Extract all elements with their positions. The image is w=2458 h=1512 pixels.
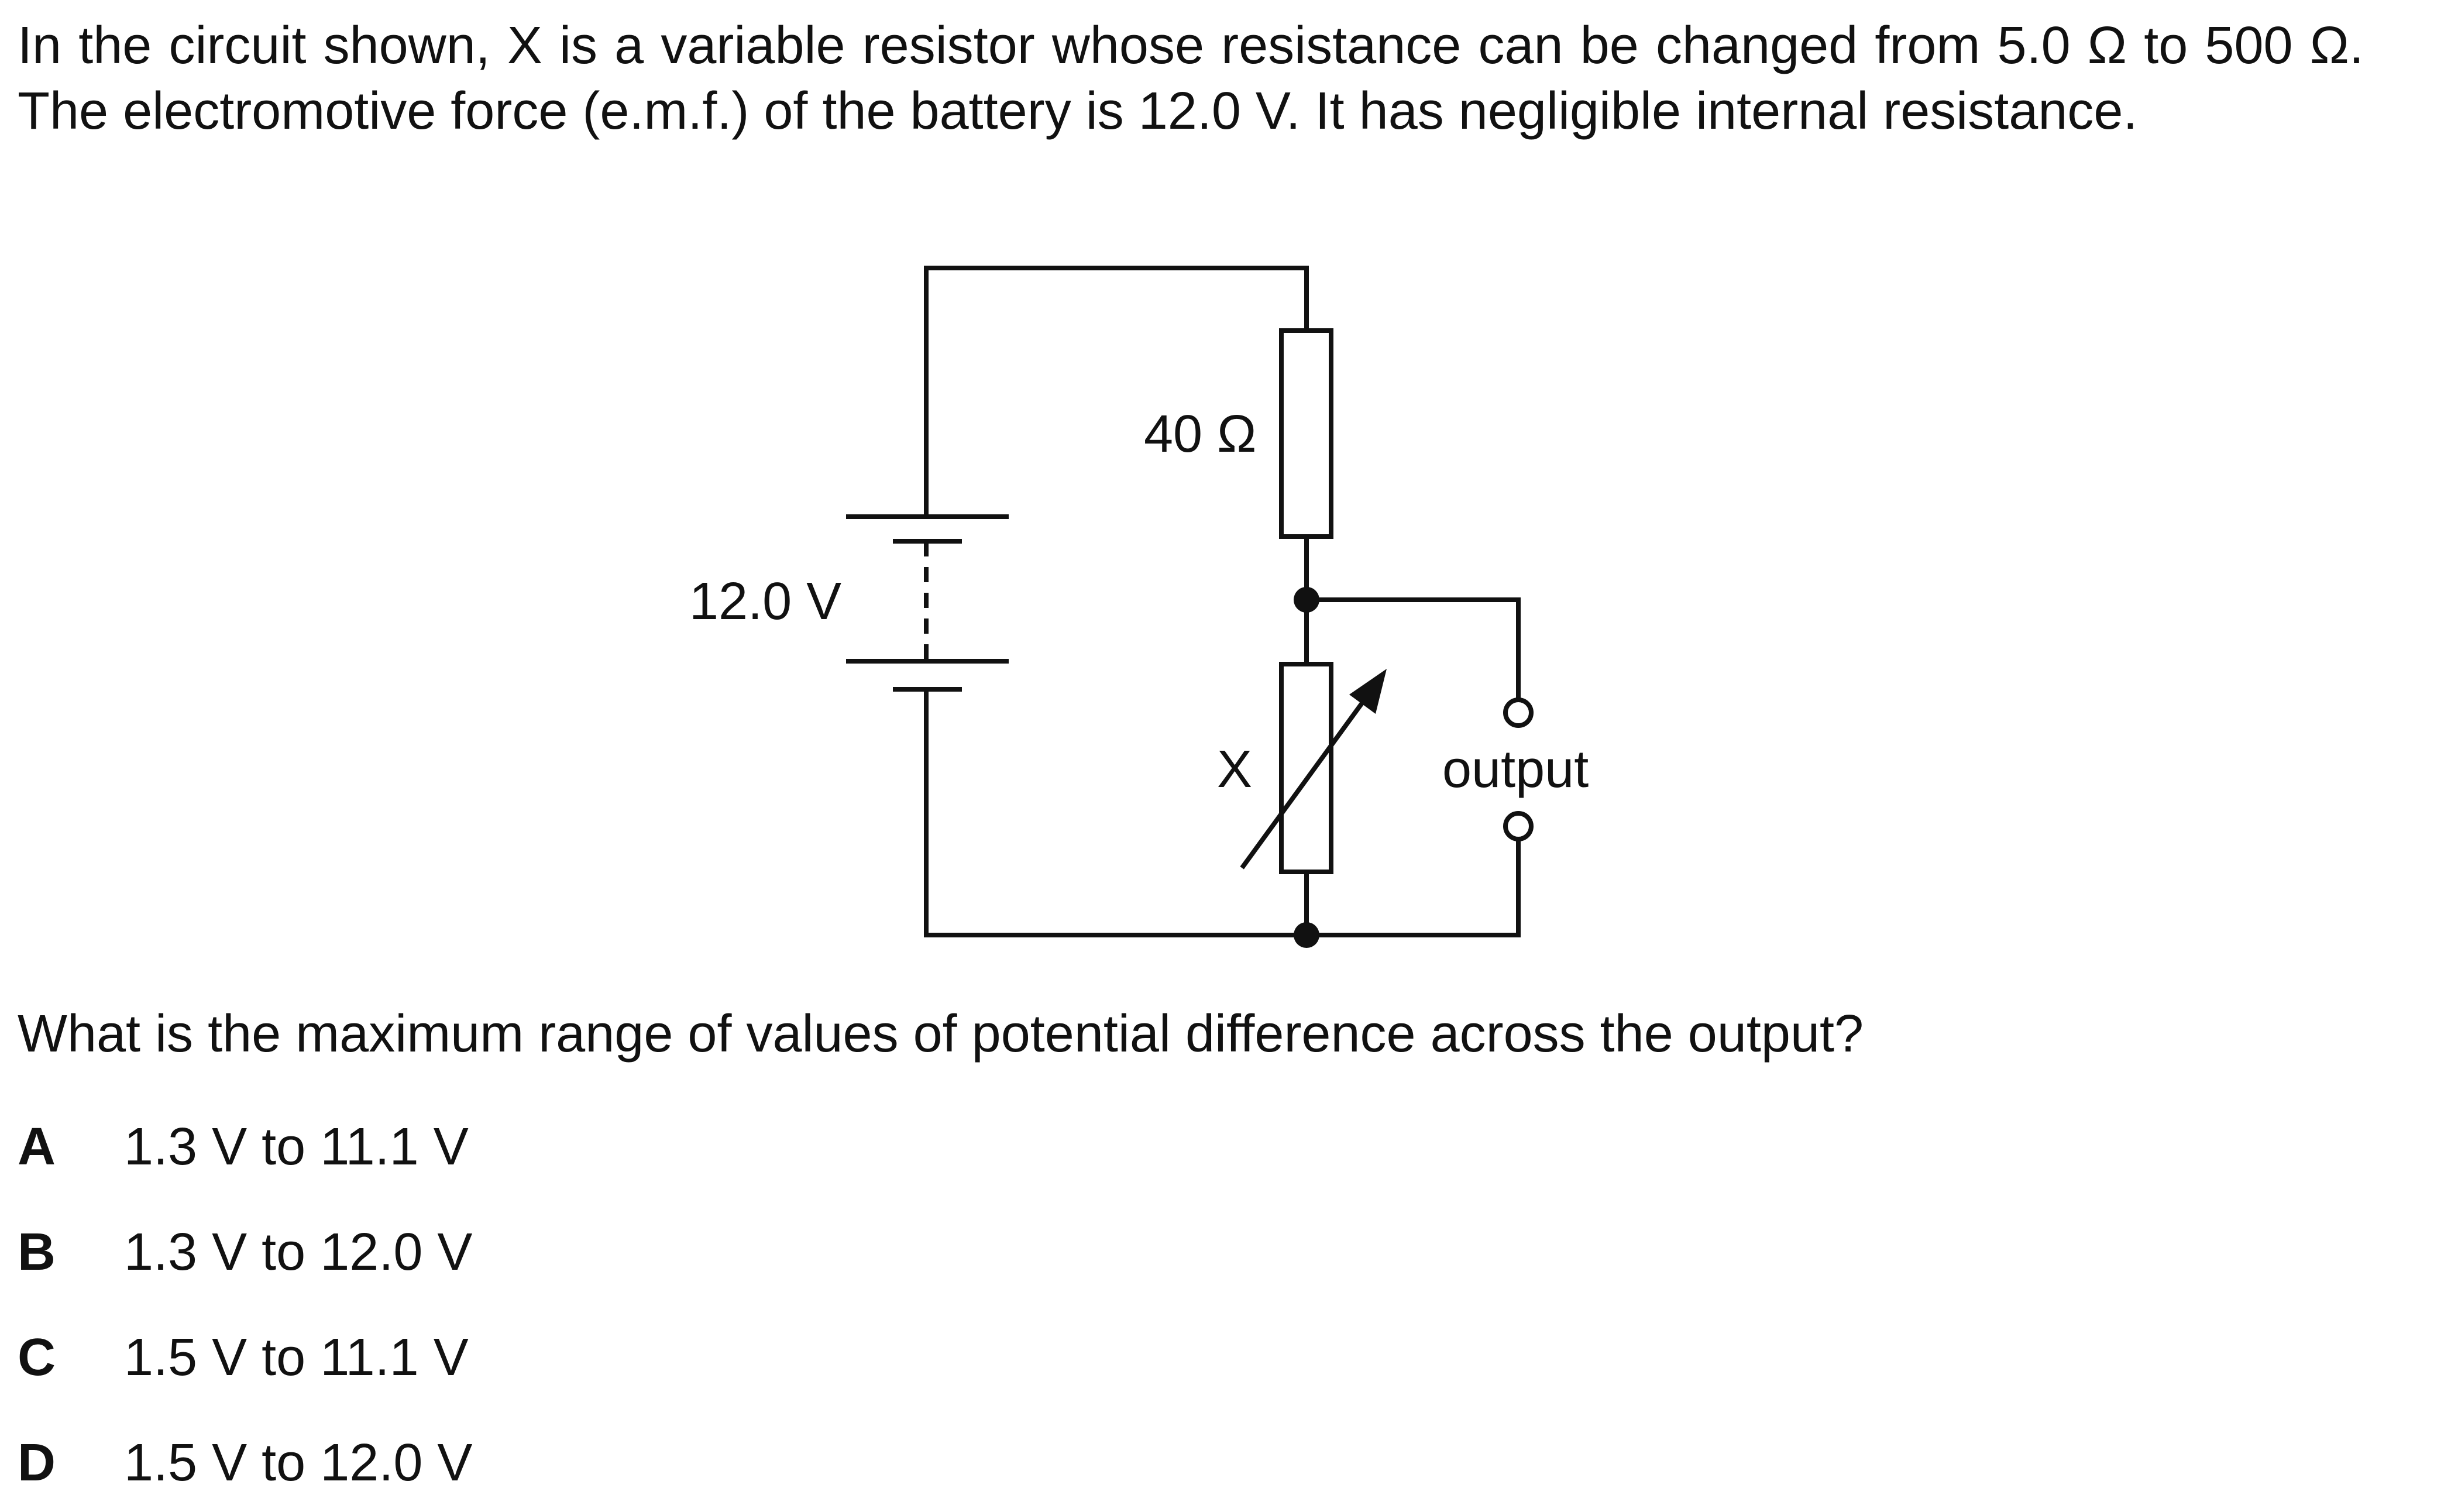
output-terminal-top — [1503, 697, 1534, 728]
wire-bottom — [924, 687, 1521, 937]
fixed-resistor-label: 40 Ω — [1144, 405, 1256, 463]
wire-output-top — [1304, 597, 1521, 702]
junction-dot-top — [1294, 587, 1319, 613]
variable-resistor-label: X — [1217, 740, 1252, 799]
variable-resistor — [1279, 662, 1333, 874]
option-text: 1.5 V to 11.1 V — [124, 1328, 469, 1387]
output-label: output — [1442, 740, 1589, 799]
fixed-resistor — [1279, 328, 1333, 539]
variable-arrow-shaft — [1240, 690, 1373, 870]
option-letter: B — [18, 1223, 56, 1281]
option-letter: A — [18, 1118, 56, 1176]
battery-label: 12.0 V — [689, 572, 841, 631]
output-terminal-bottom — [1503, 811, 1534, 841]
option-text: 1.3 V to 12.0 V — [124, 1223, 473, 1281]
question-intro: In the circuit shown, X is a variable re… — [18, 16, 2364, 140]
option-text: 1.3 V to 11.1 V — [124, 1118, 469, 1176]
question-prompt: What is the maximum range of values of p… — [18, 1005, 1864, 1063]
option-letter: D — [18, 1434, 56, 1492]
option-letter: C — [18, 1328, 56, 1387]
variable-arrow-head — [1349, 669, 1387, 714]
wire-top — [924, 266, 1309, 519]
junction-dot-bottom — [1294, 922, 1319, 948]
option-text: 1.5 V to 12.0 V — [124, 1434, 473, 1492]
